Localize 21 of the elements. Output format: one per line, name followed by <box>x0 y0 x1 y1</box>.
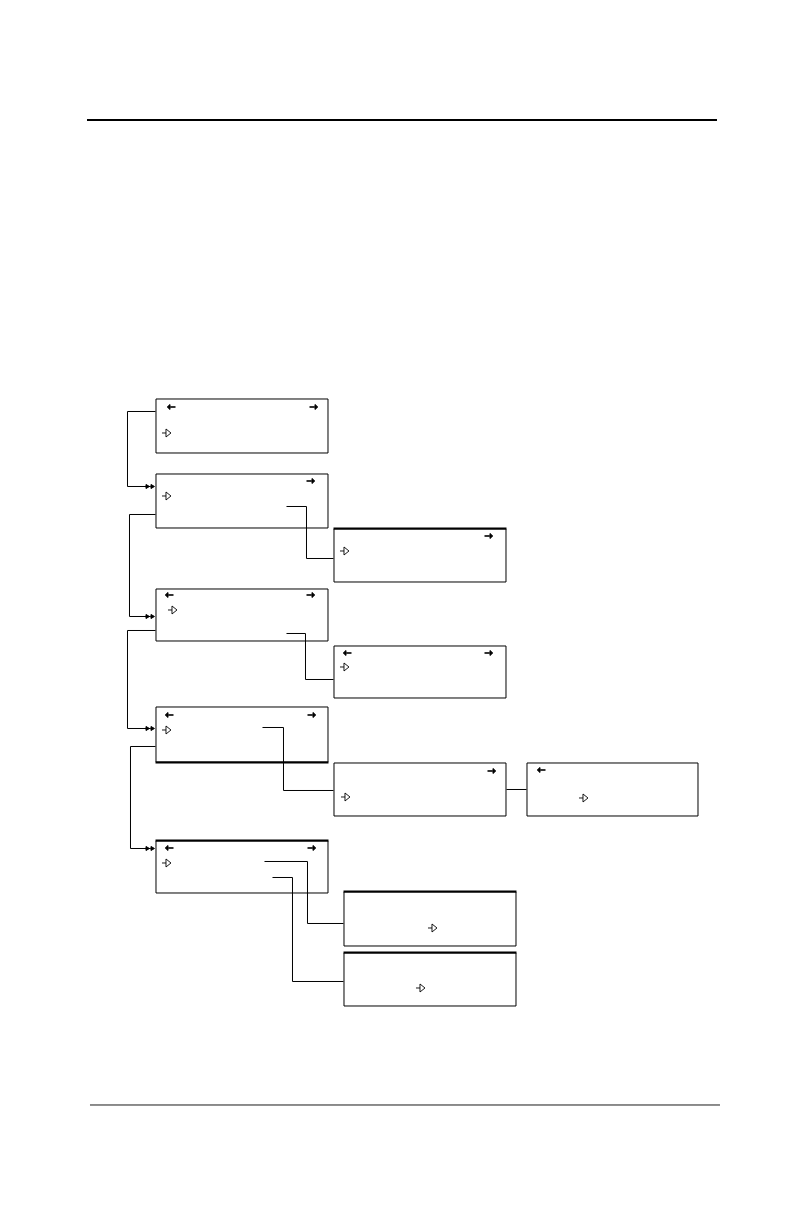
connector-line <box>286 633 334 680</box>
connector-line <box>286 506 334 559</box>
connector-line <box>127 630 156 731</box>
menu-box <box>526 762 699 817</box>
menu-box <box>333 762 507 817</box>
connector-line <box>130 746 156 851</box>
menu-box <box>155 473 329 529</box>
connector-line <box>129 514 156 619</box>
menu-box <box>154 839 330 894</box>
menu-box <box>155 588 329 642</box>
menu-box <box>342 951 518 1007</box>
menu-box <box>333 645 507 699</box>
connector-line <box>506 789 527 790</box>
menu-box <box>155 398 329 454</box>
connector-line <box>262 727 334 791</box>
connector-line <box>264 861 344 924</box>
menu-box <box>154 706 330 764</box>
connector-line <box>127 411 156 489</box>
connector-line <box>272 877 344 982</box>
menu-box <box>342 890 518 947</box>
menu-box <box>332 527 508 583</box>
